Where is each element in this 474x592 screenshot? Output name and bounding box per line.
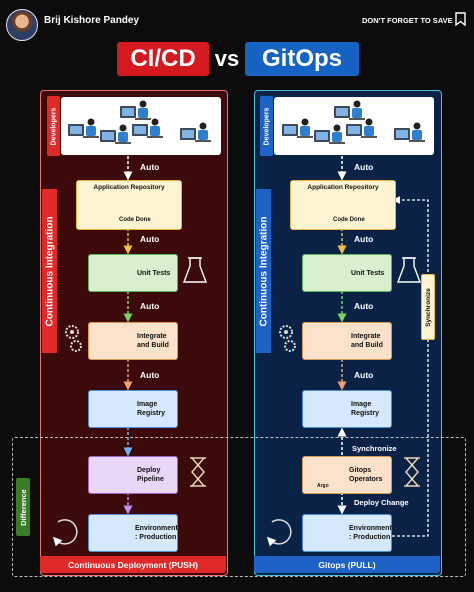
title-gitops: GitOps bbox=[245, 42, 359, 76]
code-done-label-right: Code Done bbox=[333, 217, 365, 223]
integrate-label-right: Integrate bbox=[351, 333, 381, 340]
environment-production-card: Environment : Production bbox=[88, 514, 178, 552]
build-label-right: and Build bbox=[351, 342, 383, 349]
cycle-icon bbox=[52, 519, 78, 547]
integrate-build-card-right: Integrate and Build bbox=[302, 322, 392, 360]
deploy-change-label: Deploy Change bbox=[354, 498, 409, 507]
argo-label: Argo bbox=[317, 483, 329, 489]
synchronize-tab: Synchronize bbox=[421, 274, 435, 340]
synchronize-vertical-label: Synchronize bbox=[424, 287, 432, 327]
unit-tests-card-right: Unit Tests bbox=[302, 254, 392, 292]
repository-title: Application Repository bbox=[93, 184, 165, 191]
image-registry-card-right: Image Registry bbox=[302, 390, 392, 428]
environment-label: Environment bbox=[135, 525, 178, 532]
gitops-operators-card: Gitops Operators bbox=[302, 456, 392, 494]
integrate-build-card: Integrate and Build bbox=[88, 322, 178, 360]
gear-icon bbox=[279, 325, 296, 352]
repository-title-right: Application Repository bbox=[307, 184, 379, 191]
auto-label-4: Auto bbox=[140, 370, 160, 380]
registry-label-right: Registry bbox=[351, 410, 380, 417]
ci-tab-left: Continuous Integration bbox=[42, 189, 57, 353]
auto-label-3-right: Auto bbox=[354, 301, 374, 311]
application-repository-card: Application Repository Code Done bbox=[76, 180, 182, 230]
image-label: Image bbox=[137, 401, 158, 408]
avatar bbox=[6, 9, 38, 41]
auto-label-2: Auto bbox=[140, 234, 160, 244]
hourglass-icon bbox=[190, 457, 206, 487]
environment-production-card-right: Environment : Production bbox=[302, 514, 392, 552]
gitops-label: Gitops bbox=[349, 467, 372, 474]
image-label-right: Image bbox=[351, 401, 372, 408]
production-label-right: : Production bbox=[349, 534, 391, 541]
unit-tests-label-right: Unit Tests bbox=[351, 269, 385, 277]
auto-label-1: Auto bbox=[140, 162, 160, 172]
code-done-label: Code Done bbox=[119, 217, 151, 223]
registry-label: Registry bbox=[137, 410, 166, 417]
deploy-label: Deploy bbox=[137, 467, 161, 474]
hourglass-icon bbox=[404, 457, 420, 487]
deploy-pipeline-card: Deploy Pipeline bbox=[88, 456, 178, 494]
auto-label-4-right: Auto bbox=[354, 370, 374, 380]
operators-label: Operators bbox=[349, 476, 383, 483]
auto-label-3: Auto bbox=[140, 301, 160, 311]
application-repository-card-right: Application Repository Code Done bbox=[290, 180, 396, 230]
developer-icon bbox=[282, 100, 425, 144]
image-registry-card: Image Registry bbox=[88, 390, 178, 428]
title-vs: vs bbox=[214, 46, 240, 71]
difference-box bbox=[12, 437, 466, 577]
save-note: DON'T FORGET TO SAVE bbox=[362, 16, 453, 25]
continuous-deployment-label: Continuous Deployment (PUSH) bbox=[40, 556, 226, 573]
unit-tests-card: Unit Tests bbox=[88, 254, 178, 292]
auto-label-2-right: Auto bbox=[354, 234, 374, 244]
synchronize-label: Synchronize bbox=[352, 444, 397, 453]
unit-tests-label: Unit Tests bbox=[137, 269, 171, 277]
difference-tab: Difference bbox=[16, 478, 30, 536]
bookmark-icon[interactable] bbox=[455, 12, 466, 26]
auto-label-1-right: Auto bbox=[354, 162, 374, 172]
gitops-pull-label: Gitops (PULL) bbox=[254, 556, 440, 573]
gear-icon bbox=[65, 325, 82, 352]
pipeline-label: Pipeline bbox=[137, 476, 164, 483]
ci-tab-right: Continuous Integration bbox=[256, 189, 271, 353]
title-cicd: CI/CD bbox=[117, 42, 209, 76]
flask-icon bbox=[396, 257, 422, 283]
integrate-label: Integrate bbox=[137, 333, 167, 340]
production-label: : Production bbox=[135, 534, 177, 541]
build-label: and Build bbox=[137, 342, 169, 349]
developer-icon bbox=[68, 100, 211, 144]
developers-tab-left: Developers bbox=[47, 96, 60, 156]
flask-icon bbox=[182, 257, 208, 283]
cycle-icon bbox=[266, 519, 292, 547]
author-name: Brij Kishore Pandey bbox=[44, 15, 140, 26]
developers-tab-right: Developers bbox=[260, 96, 273, 156]
environment-label-right: Environment bbox=[349, 525, 392, 532]
